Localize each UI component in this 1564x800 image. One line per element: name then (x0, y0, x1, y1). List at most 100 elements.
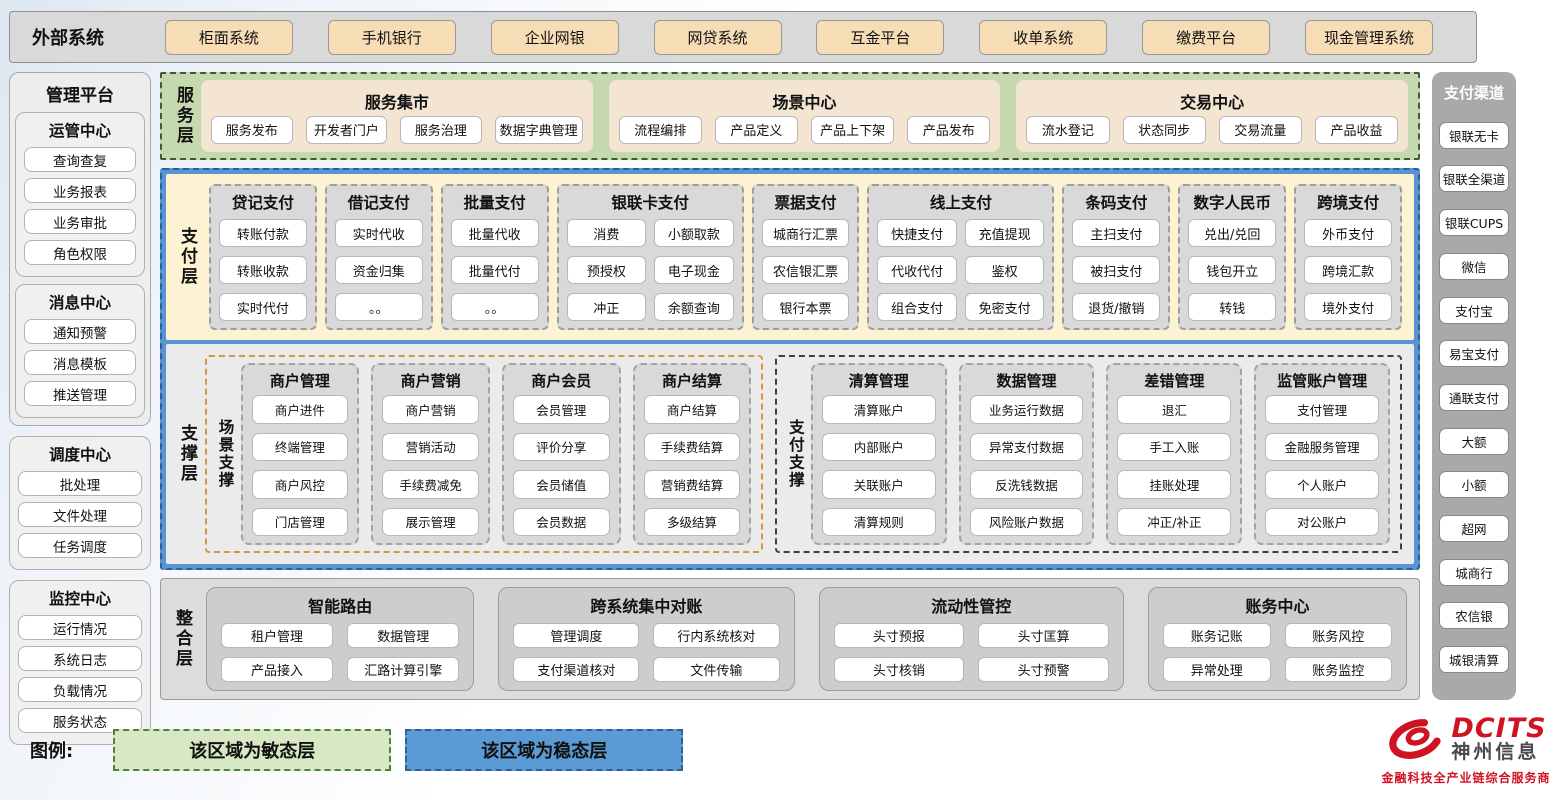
legend-label: 图例: (30, 741, 74, 762)
support-button: 展示管理 (382, 507, 479, 536)
service-button: 流程编排 (618, 115, 702, 144)
support-button: 支付管理 (1265, 395, 1380, 424)
external-system-button: 缴费平台 (1142, 19, 1271, 55)
payment-channel-button: 通联支付 (1439, 383, 1509, 411)
integration-section-title: 账务中心 (1245, 597, 1310, 616)
payment-button: 被扫支付 (1072, 256, 1161, 284)
external-system-button: 收单系统 (979, 19, 1108, 55)
service-section-items: 流程编排产品定义产品上下架产品发布 (609, 115, 1001, 144)
external-system-button: 互金平台 (816, 19, 945, 55)
sidebar-button: 运行情况 (18, 615, 142, 640)
support-group-label: 支付支撑 (786, 419, 805, 489)
payment-channel-button: 农信银 (1439, 602, 1509, 630)
integration-button: 头寸预报 (833, 623, 965, 648)
support-button: 多级结算 (643, 507, 741, 536)
support-button: 业务运行数据 (969, 395, 1084, 424)
payment-channel-button: 城商行 (1439, 558, 1509, 586)
support-button: 关联账户 (821, 470, 936, 499)
sidebar-button: 任务调度 (18, 533, 142, 558)
integration-section-items: 租户管理数据管理产品接入汇路计算引擎 (221, 623, 460, 682)
payment-button: 批量代付 (450, 256, 539, 284)
support-button: 商户结算 (643, 395, 741, 424)
external-system-button: 手机银行 (327, 19, 456, 55)
payment-button: 兑出/兑回 (1188, 219, 1277, 247)
payment-button: 转账收款 (219, 256, 307, 284)
payment-column: 票据支付城商行汇票农信银汇票银行本票 (751, 184, 860, 330)
service-section: 交易中心流水登记状态同步交易流量产品收益 (1016, 80, 1409, 152)
payment-column-title: 线上支付 (929, 194, 992, 212)
payment-layer: 支付层 贷记支付转账付款转账收款实时代付借记支付实时代收资金归集。。批量支付批量… (166, 174, 1414, 340)
payment-column-items: 快捷支付充值提现代收代付鉴权组合支付免密支付 (877, 219, 1045, 321)
support-column-items: 支付管理金融服务管理个人账户对公账户 (1265, 395, 1380, 536)
sidebar-group-title: 监控中心 (48, 590, 111, 608)
payment-button: 退货/撤销 (1072, 293, 1161, 321)
payment-column-items: 主扫支付被扫支付退货/撤销 (1072, 219, 1161, 321)
support-button: 冲正/补正 (1117, 507, 1232, 536)
sidebar-button: 负载情况 (18, 677, 142, 702)
sidebar-button: 消息模板 (24, 350, 136, 375)
payment-column-items: 外币支付跨境汇款境外支付 (1304, 219, 1393, 321)
support-button: 内部账户 (821, 432, 936, 461)
support-button: 反洗钱数据 (969, 470, 1084, 499)
payment-button: 小额取款 (654, 219, 734, 247)
service-section-items: 流水登记状态同步交易流量产品收益 (1016, 115, 1408, 144)
payment-channels-title: 支付渠道 (1443, 84, 1504, 102)
payment-column-title: 银联卡支付 (611, 194, 689, 212)
payment-column-title: 票据支付 (774, 194, 837, 212)
sidebar-group: 运管中心查询查复业务报表业务审批角色权限 (15, 112, 145, 277)
integration-button: 租户管理 (221, 623, 334, 648)
integration-button: 头寸核销 (833, 657, 965, 682)
integration-section: 账务中心账务记账账务风控异常处理账务监控 (1148, 587, 1407, 691)
payment-channel-button: 超网 (1439, 515, 1509, 543)
support-column: 商户营销商户营销营销活动手续费减免展示管理 (371, 363, 490, 545)
support-button: 手续费结算 (643, 432, 741, 461)
support-button: 终端管理 (251, 432, 349, 461)
payment-button: 免密支付 (964, 293, 1045, 321)
payment-column: 贷记支付转账付款转账收款实时代付 (209, 184, 317, 330)
service-layer-label: 服务层 (173, 86, 193, 146)
support-group: 支付支撑清算管理清算账户内部账户关联账户清算规则数据管理业务运行数据异常支付数据… (775, 355, 1402, 553)
support-group: 场景支撑商户管理商户进件终端管理商户风控门店管理商户营销商户营销营销活动手续费减… (205, 355, 764, 553)
payment-button: 外币支付 (1304, 219, 1393, 247)
dcits-logo: DCITS 神州信息 金融科技全产业链综合服务商 (1376, 712, 1556, 786)
service-button: 服务发布 (211, 115, 293, 144)
payment-button: 冲正 (566, 293, 647, 321)
service-section-title: 交易中心 (1180, 92, 1245, 112)
support-button: 营销活动 (382, 432, 479, 461)
payment-channel-button: 支付宝 (1439, 296, 1509, 324)
integration-layer: 整合层 智能路由租户管理数据管理产品接入汇路计算引擎跨系统集中对账管理调度行内系… (160, 578, 1420, 700)
service-section-items: 服务发布开发者门户服务治理数据字典管理 (201, 115, 593, 144)
integration-section-items: 管理调度行内系统核对支付渠道核对文件传输 (513, 623, 780, 682)
support-column-title: 商户营销 (400, 372, 461, 390)
integration-section-title: 智能路由 (308, 597, 373, 616)
payment-column: 银联卡支付消费小额取款预授权电子现金冲正余额查询 (556, 184, 744, 330)
payment-column-items: 实时代收资金归集。。 (334, 219, 423, 321)
integration-button: 行内系统核对 (653, 623, 780, 648)
support-button: 会员数据 (512, 507, 610, 536)
payment-button: 代收代付 (877, 256, 957, 284)
dcits-company-name: 神州信息 (1451, 741, 1540, 764)
integration-layer-label: 整合层 (172, 609, 192, 669)
payment-column: 线上支付快捷支付充值提现代收代付鉴权组合支付免密支付 (867, 184, 1055, 330)
external-systems-buttons: 柜面系统手机银行企业网银网贷系统互金平台收单系统缴费平台现金管理系统 (130, 19, 1476, 55)
sidebar-group-title: 消息中心 (48, 294, 111, 312)
integration-button: 汇路计算引擎 (347, 657, 460, 682)
management-platform-title: 管理平台 (46, 86, 114, 106)
sidebar-button: 通知预警 (24, 319, 136, 344)
support-button: 清算规则 (821, 507, 936, 536)
payment-column: 跨境支付外币支付跨境汇款境外支付 (1294, 184, 1403, 330)
payment-column-title: 贷记支付 (231, 194, 294, 212)
payment-column: 借记支付实时代收资金归集。。 (324, 184, 433, 330)
management-outer-groups: 调度中心批处理文件处理任务调度监控中心运行情况系统日志负载情况服务状态 (9, 436, 151, 745)
service-button: 产品发布 (907, 115, 991, 144)
support-button: 评价分享 (512, 432, 610, 461)
payment-column-items: 批量代收批量代付。。 (450, 219, 539, 321)
payment-column: 数字人民币兑出/兑回钱包开立转钱 (1178, 184, 1287, 330)
support-column-title: 商户结算 (662, 372, 723, 390)
integration-button: 异常处理 (1163, 657, 1271, 682)
payment-button: 电子现金 (654, 256, 734, 284)
sidebar-button: 系统日志 (18, 646, 142, 671)
payment-column-title: 跨境支付 (1317, 194, 1380, 212)
support-group-columns: 清算管理清算账户内部账户关联账户清算规则数据管理业务运行数据异常支付数据反洗钱数… (810, 363, 1391, 545)
support-button: 营销费结算 (643, 470, 741, 499)
